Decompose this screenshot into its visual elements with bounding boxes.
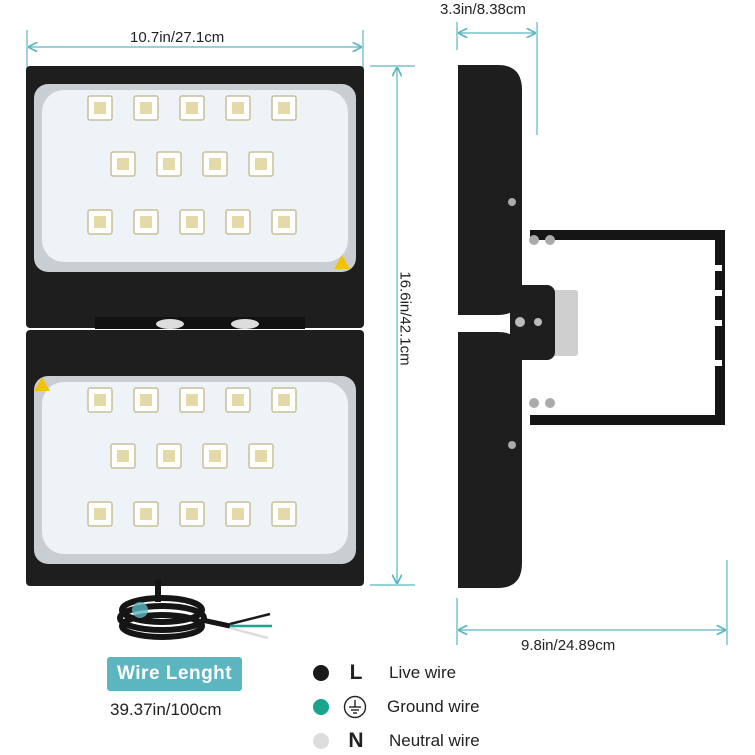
led-emitter bbox=[278, 102, 290, 114]
led-emitter bbox=[140, 102, 152, 114]
height-label: 16.6in/42.1cm bbox=[396, 271, 414, 366]
led-emitter bbox=[232, 216, 244, 228]
led-emitter bbox=[232, 102, 244, 114]
led-emitter bbox=[94, 102, 106, 114]
led-emitter bbox=[94, 508, 106, 520]
wire-length-badge: Wire Lenght bbox=[107, 657, 243, 691]
led-emitter bbox=[140, 216, 152, 228]
led-emitter bbox=[186, 508, 198, 520]
led-emitter bbox=[278, 508, 290, 520]
legend-ground: Ground wire bbox=[313, 694, 480, 720]
legend-live: L Live wire bbox=[313, 660, 480, 686]
led-emitter bbox=[186, 102, 198, 114]
power-cord bbox=[117, 580, 272, 640]
ground-wire-dot bbox=[313, 699, 329, 715]
led-emitter bbox=[140, 394, 152, 406]
led-array-top bbox=[87, 95, 297, 235]
led-array-bottom bbox=[87, 387, 297, 527]
ground-label: Ground wire bbox=[387, 697, 480, 716]
led-emitter bbox=[117, 158, 129, 170]
wire-legend: L Live wire Ground wire N Neutral wire bbox=[313, 660, 480, 754]
width-label: 10.7in/27.1cm bbox=[130, 29, 225, 46]
led-emitter bbox=[186, 216, 198, 228]
wire-length-value: 39.37in/100cm bbox=[110, 700, 222, 719]
led-emitter bbox=[232, 508, 244, 520]
neutral-wire-dot bbox=[313, 733, 329, 749]
led-emitter bbox=[255, 450, 267, 462]
led-emitter bbox=[278, 216, 290, 228]
led-emitter bbox=[94, 394, 106, 406]
led-emitter bbox=[94, 216, 106, 228]
led-emitter bbox=[163, 158, 175, 170]
live-label: Live wire bbox=[389, 663, 457, 682]
legend-neutral: N Neutral wire bbox=[313, 728, 480, 754]
floodlight-side-view bbox=[458, 65, 725, 588]
led-emitter bbox=[232, 394, 244, 406]
floodlight-front-view bbox=[26, 66, 364, 586]
led-emitter bbox=[163, 450, 175, 462]
led-emitter bbox=[278, 394, 290, 406]
led-emitter bbox=[186, 394, 198, 406]
live-letter: L bbox=[349, 661, 363, 684]
live-wire-dot bbox=[313, 665, 329, 681]
led-emitter bbox=[117, 450, 129, 462]
led-emitter bbox=[255, 158, 267, 170]
depth-label: 3.3in/8.38cm bbox=[440, 1, 526, 18]
neutral-letter: N bbox=[348, 729, 364, 752]
ground-icon bbox=[343, 695, 367, 719]
led-emitter bbox=[209, 450, 221, 462]
led-emitter bbox=[209, 158, 221, 170]
bracket-label: 9.8in/24.89cm bbox=[521, 637, 616, 654]
led-emitter bbox=[140, 508, 152, 520]
neutral-label: Neutral wire bbox=[389, 731, 480, 750]
